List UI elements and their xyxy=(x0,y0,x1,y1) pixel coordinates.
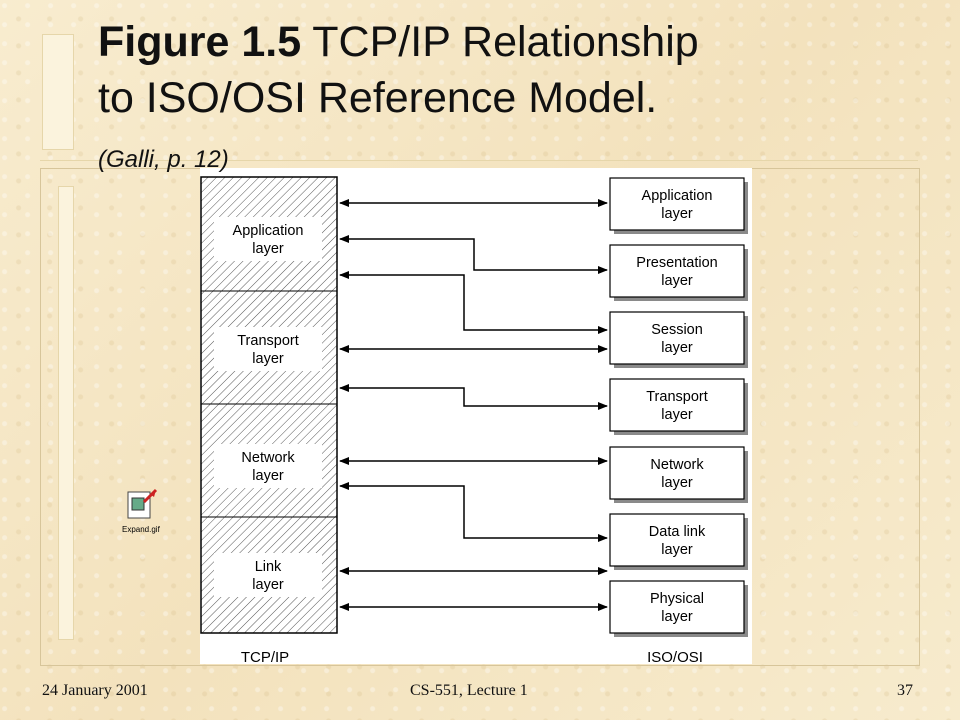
expand-gif-label: Expand.gif xyxy=(122,525,160,534)
title-line2: to ISO/OSI Reference Model. xyxy=(98,74,658,122)
osi-layer-application-layer-text: Application xyxy=(642,188,713,204)
osi-layer-data-link-layer-text: Data link xyxy=(649,524,706,540)
osi-layer-network-layer-text-2: layer xyxy=(661,475,693,491)
tcpip-label-bg xyxy=(214,327,322,371)
title-accent-bar xyxy=(42,34,74,150)
tcpip-label-bg xyxy=(214,553,322,597)
osi-layer-physical-layer-text: Physical xyxy=(650,591,704,607)
slide-title: Figure 1.5 TCP/IP Relationship to ISO/OS… xyxy=(98,14,699,126)
mapping-arrow xyxy=(339,235,608,274)
tcpip-layer-link-layer-line2: layer xyxy=(252,577,284,593)
divider-line xyxy=(40,160,918,161)
mapping-arrow xyxy=(339,482,608,542)
expand-gif-icon[interactable] xyxy=(126,488,160,522)
osi-layer-transport-layer-text: Transport xyxy=(646,389,708,405)
osi-caption: ISO/OSI xyxy=(647,649,703,664)
layer-mappings xyxy=(339,199,608,611)
osi-layer-session-layer-text: Session xyxy=(651,322,703,338)
tcpip-layer-link-layer: Link xyxy=(255,559,282,575)
osi-layer-data-link-layer-text-2: layer xyxy=(661,542,693,558)
tcpip-layer-network-layer-line2: layer xyxy=(252,468,284,484)
osi-layer-presentation-layer-text-2: layer xyxy=(661,273,693,289)
slide-subtitle: (Galli, p. 12) xyxy=(98,146,229,173)
tcpip-label-bg xyxy=(214,444,322,488)
osi-layer-transport-layer xyxy=(609,378,745,432)
tcpip-layer-transport-layer: Transport xyxy=(237,333,299,349)
osi-layer-presentation-layer-text: Presentation xyxy=(636,255,717,271)
tcpip-layer-transport-layer-line2: layer xyxy=(252,351,284,367)
title-line1: TCP/IP Relationship xyxy=(301,18,699,66)
footer-date: 24 January 2001 xyxy=(42,682,148,699)
tcpip-label-bg xyxy=(214,217,322,261)
osi-layer-network-layer xyxy=(609,446,745,500)
mapping-arrow xyxy=(339,384,608,410)
tcpip-layer-network-layer: Network xyxy=(241,450,295,466)
osi-layer-application-layer xyxy=(609,177,745,231)
tcpip-osi-diagram: ApplicationlayerTransportlayerNetworklay… xyxy=(200,176,748,666)
tcpip-stack: ApplicationlayerTransportlayerNetworklay… xyxy=(200,176,338,634)
footer-page-number: 37 xyxy=(897,682,913,699)
osi-layer-session-layer xyxy=(609,311,745,365)
mapping-arrow xyxy=(339,271,608,334)
osi-layer-application-layer-text-2: layer xyxy=(661,206,693,222)
osi-layer-transport-layer-text-2: layer xyxy=(661,407,693,423)
osi-layer-presentation-layer xyxy=(609,244,745,298)
osi-layer-physical-layer xyxy=(609,580,745,634)
osi-layer-network-layer-text: Network xyxy=(650,457,704,473)
tcpip-layer-application-layer-line2: layer xyxy=(252,241,284,257)
tcpip-layer-application-layer: Application xyxy=(233,223,304,239)
osi-stack: ApplicationlayerPresentationlayerSession… xyxy=(609,177,748,637)
osi-layer-data-link-layer xyxy=(609,513,745,567)
body-accent-bar xyxy=(58,186,74,640)
osi-layer-physical-layer-text-2: layer xyxy=(661,609,693,625)
tcpip-caption: TCP/IP xyxy=(241,649,289,664)
footer-course: CS-551, Lecture 1 xyxy=(410,682,528,699)
title-figure-number: Figure 1.5 xyxy=(98,18,302,66)
osi-layer-session-layer-text-2: layer xyxy=(661,340,693,356)
